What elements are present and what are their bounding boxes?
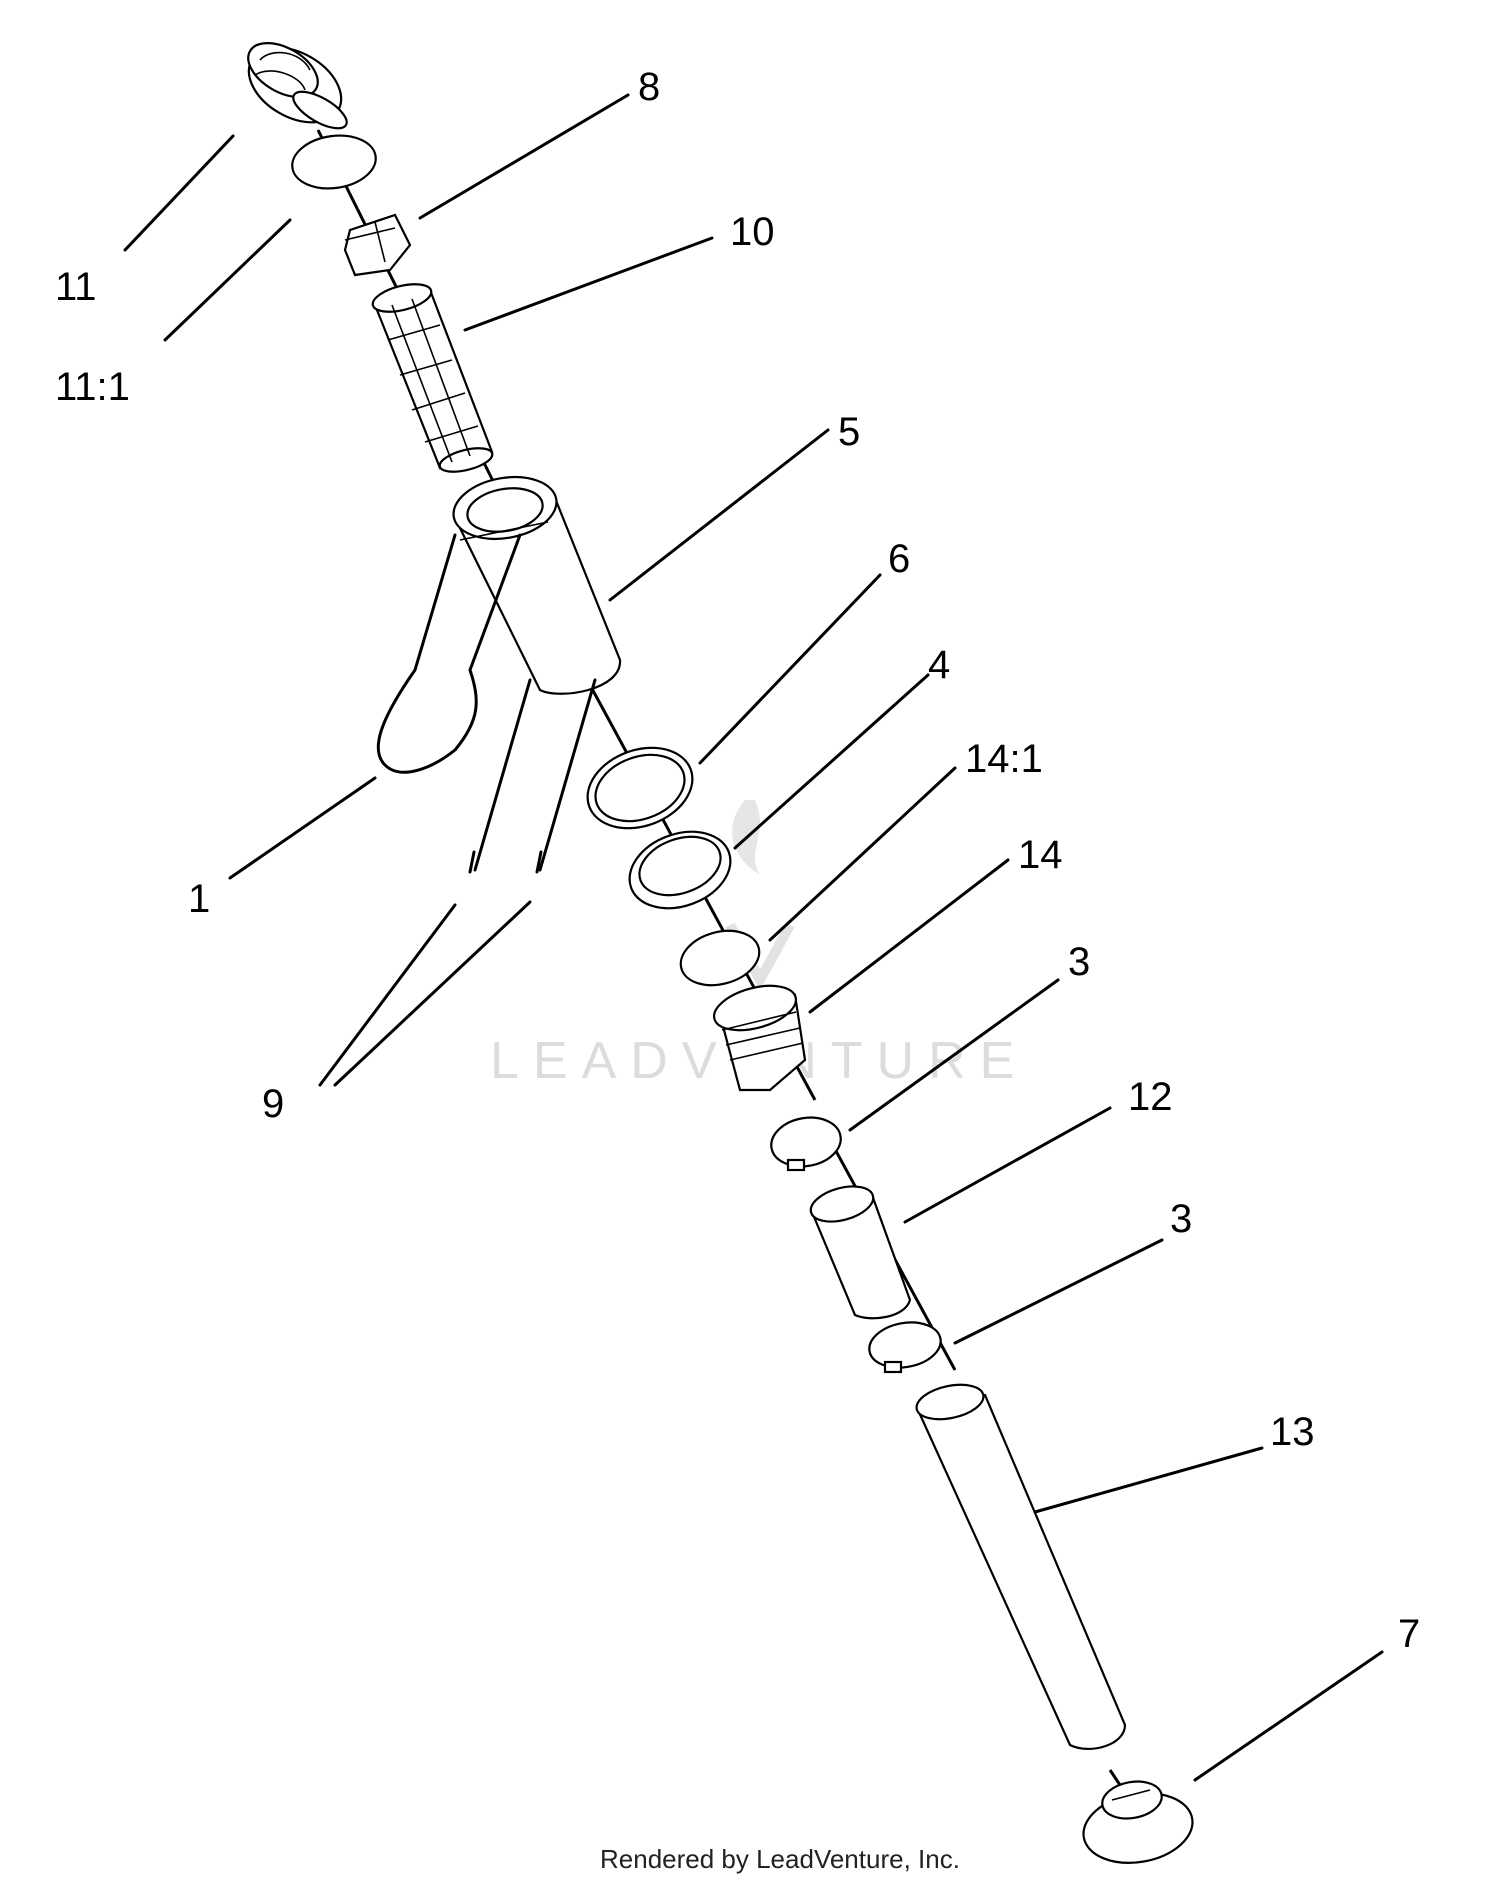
- part-pins: [468, 678, 597, 874]
- callout-12: 12: [1128, 1075, 1173, 1119]
- callout-11-1: 11:1: [55, 365, 130, 409]
- callout-14-1: 14:1: [965, 737, 1043, 781]
- callout-10: 10: [730, 210, 775, 254]
- part-lanyard: [376, 533, 522, 774]
- part-o-ring: [679, 929, 761, 987]
- callout-5: 5: [838, 410, 860, 454]
- callout-8: 8: [638, 65, 660, 109]
- part-filler-neck: [452, 476, 622, 695]
- callout-13: 13: [1270, 1410, 1315, 1454]
- callout-3-upper: 3: [1068, 940, 1090, 984]
- part-vent-valve: [343, 213, 412, 277]
- part-hose-short: [809, 1185, 912, 1320]
- part-gasket-large: [586, 746, 694, 830]
- callout-7: 7: [1398, 1612, 1420, 1656]
- part-threaded-fitting: [713, 984, 807, 1092]
- part-bottom-fitting: [1082, 1780, 1194, 1864]
- leader-lines: [123, 93, 1384, 1782]
- callout-1: 1: [188, 877, 210, 921]
- callout-14: 14: [1018, 833, 1063, 877]
- callout-4: 4: [928, 643, 950, 687]
- part-cap-seal: [291, 134, 377, 190]
- callout-11: 11: [55, 265, 97, 309]
- part-ring: [628, 830, 732, 910]
- part-clamp-lower: [868, 1321, 942, 1374]
- part-hose-long: [915, 1383, 1127, 1750]
- callout-9: 9: [262, 1082, 284, 1126]
- callout-3-lower: 3: [1170, 1197, 1192, 1241]
- part-clamp-upper: [770, 1116, 842, 1172]
- part-strainer: [371, 283, 494, 473]
- callout-6: 6: [888, 537, 910, 581]
- footer-credit: Rendered by LeadVenture, Inc.: [600, 1844, 960, 1874]
- callout-labels: 11 11:1 8 10 5 1 9 6 4 14:1 14 3 12 3 13…: [55, 65, 1420, 1656]
- part-fuel-cap: [247, 41, 348, 130]
